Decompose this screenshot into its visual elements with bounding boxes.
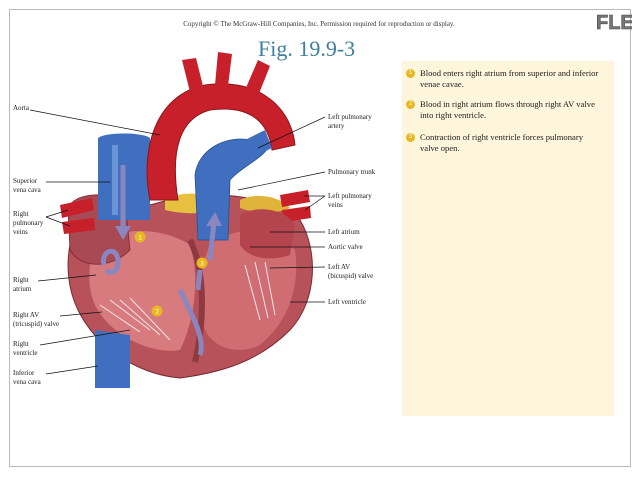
label-left-atrium: Left atrium: [328, 228, 360, 236]
step-2-text: Blood in right atrium flows through righ…: [420, 99, 595, 120]
label-aortic-valve: Aortic valve: [328, 243, 363, 251]
label-pulmonary-trunk: Pulmonary trunk: [328, 168, 376, 176]
step-3-text: Contraction of right ventricle forces pu…: [420, 132, 583, 153]
flow-arrow-ventricle: [177, 288, 204, 356]
aortic-branch-1: [182, 58, 204, 92]
left-pulmonary-vein-upper: [280, 190, 310, 207]
inferior-vena-cava: [95, 330, 130, 388]
figure-title: Fig. 19.9-3: [258, 36, 356, 61]
left-pulmonary-vein-lower: [282, 206, 311, 222]
left-ventricle-chamber: [200, 230, 297, 350]
flow-arrow-left: [195, 269, 203, 291]
right-av-valve-cords: [99, 297, 171, 341]
diagram-marker-2-text: 2: [155, 310, 159, 316]
step-2: 2 Blood in right atrium flows through ri…: [406, 99, 600, 121]
logo-text: FLEX: [596, 12, 632, 34]
flow-arrow-svc-head: [115, 226, 131, 240]
aortic-branch-3: [245, 60, 270, 96]
step-1-marker: 1: [406, 69, 415, 78]
fat-deposit-lower: [240, 195, 290, 213]
label-left-ventricle: Left ventricle: [328, 298, 366, 306]
label-left-av-valve: Left AV(bicuspid) valve: [328, 263, 374, 280]
diagram-marker-1-text: 1: [138, 236, 142, 242]
copyright-notice: Copyright © The McGraw-Hill Companies, I…: [183, 20, 455, 28]
left-pulmonary-artery-vessel: [245, 130, 272, 156]
flow-arrow-pulmonary: [207, 221, 217, 261]
step-1: 1 Blood enters right atrium from superio…: [406, 68, 600, 90]
diagram-marker-3-text: 3: [200, 262, 204, 268]
step-3: 3 Contraction of right ventricle forces …: [406, 132, 600, 154]
label-right-av-valve: Right AV(tricuspid) valve: [13, 311, 60, 328]
diagram-marker-1: [134, 231, 146, 243]
left-av-valve-cords: [244, 261, 276, 321]
aorta-arch: [146, 83, 296, 201]
svc-highlight: [112, 145, 118, 215]
diagram-marker-3: [196, 257, 208, 269]
leader-lines-right: [237, 116, 326, 303]
aortic-branch-2: [215, 52, 232, 86]
step-1-text: Blood enters right atrium from superior …: [420, 68, 599, 89]
left-atrium: [240, 209, 295, 259]
step-2-marker: 2: [406, 100, 415, 109]
diagram-marker-2: [151, 305, 163, 317]
right-pulmonary-vein-lower: [62, 218, 95, 234]
septum: [187, 238, 205, 363]
flow-arrow-curl: [100, 249, 121, 275]
steps-panel: [402, 61, 614, 416]
leader-lines-left: [29, 109, 161, 375]
flow-arrow-pulmonary-head: [206, 212, 222, 226]
flex-logo: FLEX: [596, 12, 632, 35]
step-3-marker: 3: [406, 133, 415, 142]
label-aorta: Aorta: [13, 104, 29, 112]
right-pulmonary-vein-upper: [60, 198, 94, 218]
